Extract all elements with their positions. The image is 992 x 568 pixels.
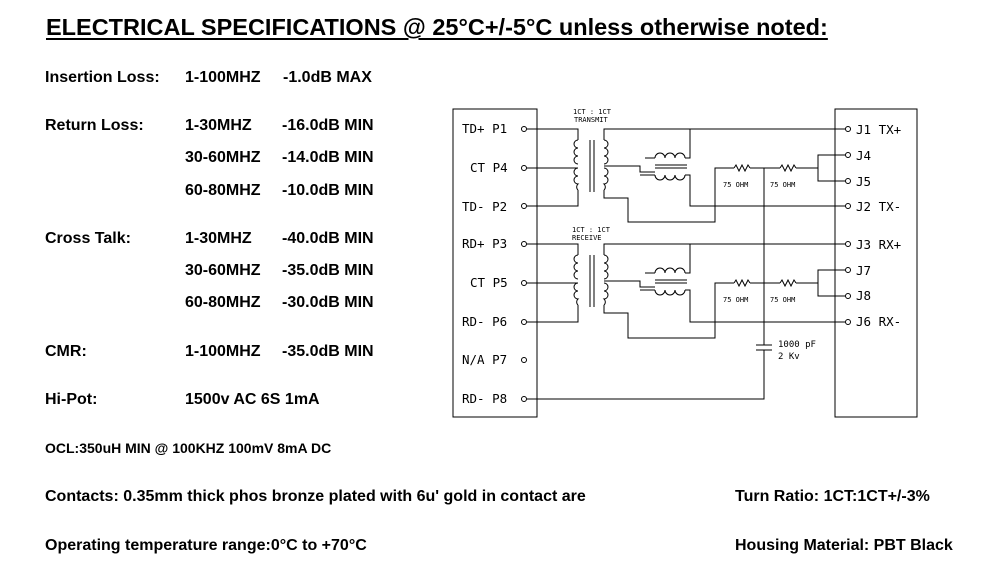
cmr-value: -35.0dB MIN [282, 343, 374, 360]
ocl-spec: OCL:350uH MIN @ 100KHZ 100mV 8mA DC [45, 440, 332, 456]
return-loss-range: 1-30MHZ [185, 117, 252, 134]
pin-label: RD- P6 [462, 314, 507, 329]
hipot-label: Hi-Pot: [45, 391, 98, 408]
capacitor [527, 344, 772, 400]
pin-label: RD- P8 [462, 391, 507, 406]
cross-talk-range: 1-30MHZ [185, 230, 252, 247]
operating-temp-spec: Operating temperature range:0°C to +70°C [45, 537, 367, 554]
jack-label: J2 TX- [856, 199, 901, 214]
pin-label: TD- P2 [462, 199, 507, 214]
tx-resistor-network [714, 154, 845, 345]
insertion-loss-row: Insertion Loss: 1-100MHZ -1.0dB MAX [0, 69, 420, 89]
receive-label: RECEIVE [572, 234, 602, 242]
cross-talk-value: -30.0dB MIN [282, 294, 374, 311]
cross-talk-range: 60-80MHZ [185, 294, 261, 311]
page-title: ELECTRICAL SPECIFICATIONS @ 25°C+/-5°C u… [46, 14, 828, 40]
pin-label: RD+ P3 [462, 236, 507, 251]
cmr-range: 1-100MHZ [185, 343, 261, 360]
cmr-label: CMR: [45, 343, 87, 360]
insertion-loss-value: -1.0dB MAX [283, 69, 372, 86]
hipot-value: 1500v AC 6S 1mA [185, 391, 320, 408]
resistor-value: 75 OHM [770, 181, 795, 189]
transmit-label: TRANSMIT [574, 116, 609, 124]
jack-label: J4 [856, 148, 871, 163]
pin-label: TD+ P1 [462, 121, 507, 136]
pin-label: N/A P7 [462, 352, 507, 367]
return-loss-block: Return Loss: 1-30MHZ -16.0dB MIN 30-60MH… [0, 117, 420, 207]
return-loss-range: 60-80MHZ [185, 182, 261, 199]
return-loss-value: -14.0dB MIN [282, 149, 374, 166]
receive-transformer [527, 243, 845, 339]
return-loss-value: -10.0dB MIN [282, 182, 374, 199]
resistor-value: 75 OHM [723, 181, 748, 189]
jack-label: J3 RX+ [856, 237, 901, 252]
turn-ratio-spec: Turn Ratio: 1CT:1CT+/-3% [735, 488, 930, 505]
pin-label: CT P5 [470, 275, 508, 290]
receive-ratio: 1CT : 1CT [572, 226, 611, 234]
jack-label: J7 [856, 263, 871, 278]
jack-label: J1 TX+ [856, 122, 901, 137]
transmit-transformer [527, 128, 845, 223]
resistor-value: 75 OHM [770, 296, 795, 304]
cap-value: 1000 pF [778, 340, 816, 350]
rx-resistor-network [714, 269, 845, 322]
rj45-pin-box [452, 108, 538, 418]
jack-label: J6 RX- [856, 314, 901, 329]
cross-talk-range: 30-60MHZ [185, 262, 261, 279]
jack-pin-box [834, 108, 918, 418]
cross-talk-block: Cross Talk: 1-30MHZ -40.0dB MIN 30-60MHZ… [0, 230, 420, 320]
resistor-value: 75 OHM [723, 296, 748, 304]
cross-talk-label: Cross Talk: [45, 230, 131, 247]
jack-label: J8 [856, 288, 871, 303]
contacts-spec: Contacts: 0.35mm thick phos bronze plate… [45, 488, 586, 505]
pin-label: CT P4 [470, 160, 508, 175]
transmit-ratio: 1CT : 1CT [573, 108, 612, 116]
cmr-row: CMR: 1-100MHZ -35.0dB MIN [0, 343, 420, 363]
cap-voltage: 2 Kv [778, 352, 800, 362]
return-loss-label: Return Loss: [45, 117, 144, 134]
return-loss-range: 30-60MHZ [185, 149, 261, 166]
jack-label: J5 [856, 174, 871, 189]
pin-terminals [521, 126, 851, 402]
insertion-loss-label: Insertion Loss: [45, 69, 160, 86]
cross-talk-value: -40.0dB MIN [282, 230, 374, 247]
cross-talk-value: -35.0dB MIN [282, 262, 374, 279]
return-loss-value: -16.0dB MIN [282, 117, 374, 134]
hipot-row: Hi-Pot: 1500v AC 6S 1mA [0, 391, 420, 411]
housing-spec: Housing Material: PBT Black [735, 537, 953, 554]
insertion-loss-range: 1-100MHZ [185, 69, 261, 86]
